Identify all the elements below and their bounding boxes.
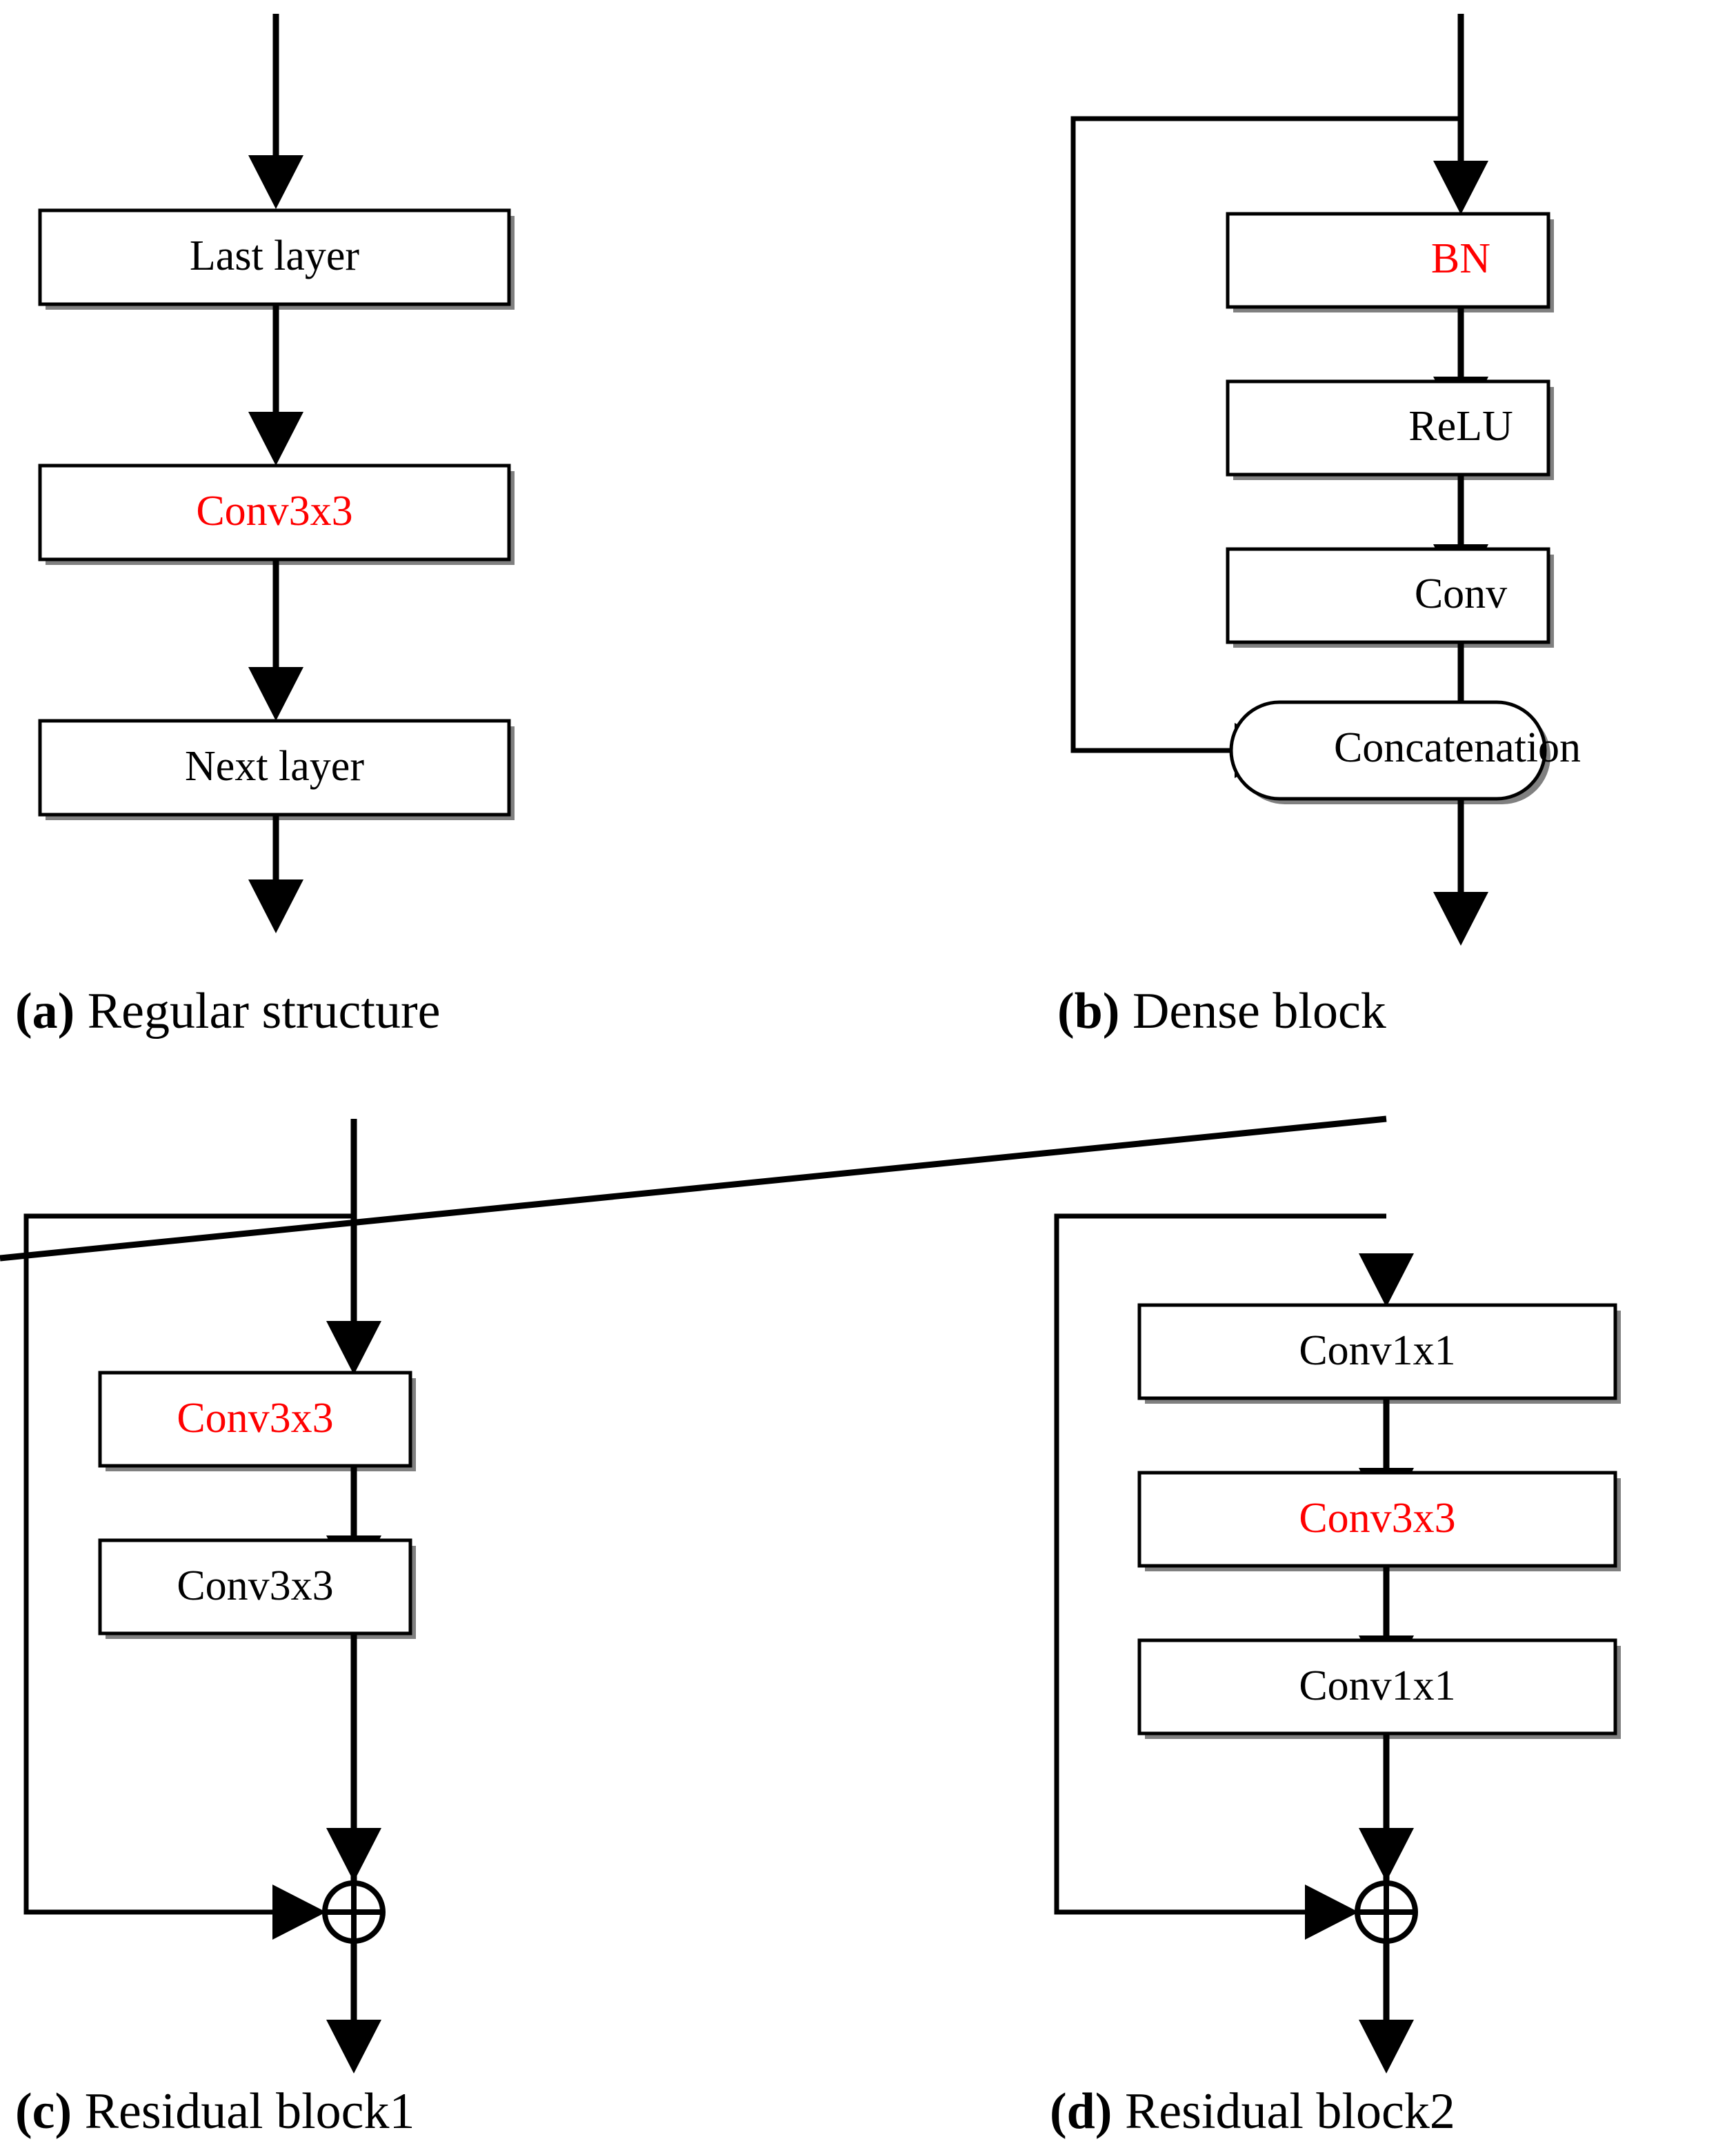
- panel-b-node-0-box[interactable]: [1226, 212, 1550, 309]
- panel-c-residual-block1: Conv3x3 Conv3x3 (c) Residual block1: [15, 1119, 416, 2140]
- panel-b-node-1-box[interactable]: [1226, 379, 1550, 477]
- panel-c-node-1-label: Conv3x3: [177, 1562, 333, 1609]
- panel-a-caption: (a) Regular structure: [15, 983, 440, 1040]
- panel-b-dense-block: BN ReLU Conv Concatenation: [1057, 14, 1581, 1040]
- arrowhead-right-icon: [1305, 1885, 1359, 1940]
- panel-d-caption: (d) Residual block2: [1050, 2083, 1455, 2140]
- arrowhead-down-icon: [1359, 1253, 1414, 1307]
- panel-a-regular-structure: Last layer Conv3x3 Next layer (a) Regula…: [15, 14, 515, 1040]
- panel-b-node-2-box[interactable]: [1226, 547, 1550, 644]
- panel-b-caption-letter: (b): [1057, 983, 1119, 1040]
- panel-c-skip-connection: [23, 1213, 354, 1915]
- arrowhead-down-icon: [1359, 1828, 1414, 1882]
- panel-c-caption-text: Residual block1: [72, 2083, 415, 2140]
- panel-d-residual-block2: Conv1x1 Conv3x3 Conv1x1: [0, 1115, 1621, 2140]
- panel-b-node-1-label: ReLU: [1408, 403, 1513, 450]
- arrowhead-down-icon: [248, 879, 303, 933]
- panel-c-node-1-box[interactable]: [98, 1538, 412, 1635]
- panel-c-caption-letter: (c): [15, 2083, 72, 2140]
- panel-a-node-1-label: Conv3x3: [196, 488, 352, 535]
- panel-b-skip-connection: [1070, 116, 1461, 753]
- arrowhead-down-icon: [248, 155, 303, 209]
- panel-a-node-2-label: Next layer: [185, 743, 364, 790]
- panel-b-caption-text: Dense block: [1119, 983, 1386, 1040]
- panel-d-skip-connection: [1054, 1213, 1386, 1915]
- arrowhead-down-icon: [248, 412, 303, 466]
- arrowhead-right-icon: [272, 1885, 326, 1940]
- panel-b-node-3-box[interactable]: [1229, 700, 1547, 801]
- panel-d-caption-text: Residual block2: [1112, 2083, 1455, 2140]
- panel-b-node-2-label: Conv: [1415, 570, 1507, 617]
- arrowhead-down-icon: [326, 1321, 381, 1375]
- panel-a-node-0-label: Last layer: [190, 232, 360, 279]
- arrowhead-down-icon: [1433, 161, 1488, 215]
- panel-b-caption: (b) Dense block: [1057, 983, 1386, 1040]
- panel-a-caption-text: Regular structure: [74, 983, 440, 1040]
- panel-a-node-0-box[interactable]: [38, 208, 511, 306]
- panel-c-caption: (c) Residual block1: [15, 2083, 415, 2140]
- panel-d-node-1-label: Conv3x3: [1299, 1495, 1455, 1542]
- arrowhead-down-icon: [326, 2020, 381, 2074]
- panel-a-caption-letter: (a): [15, 983, 74, 1040]
- arrowhead-down-icon: [326, 1828, 381, 1882]
- panel-d-node-0-label: Conv1x1: [1299, 1327, 1455, 1374]
- panel-d-node-2-label: Conv1x1: [1299, 1662, 1455, 1709]
- panel-b-node-3-label: Concatenation: [1334, 724, 1581, 771]
- arrowhead-down-icon: [248, 667, 303, 721]
- panel-d-node-2-box[interactable]: [1137, 1638, 1617, 1736]
- panel-d-input-line: [0, 1115, 1387, 1262]
- panel-d-node-1-box[interactable]: [1137, 1471, 1617, 1568]
- arrowhead-down-icon: [1433, 892, 1488, 946]
- panel-c-node-0-label: Conv3x3: [177, 1395, 333, 1442]
- panel-d-node-0-box[interactable]: [1137, 1303, 1617, 1400]
- panel-b-node-0-label: BN: [1431, 235, 1490, 282]
- arrowhead-down-icon: [1359, 2020, 1414, 2074]
- panel-d-caption-letter: (d): [1050, 2083, 1112, 2140]
- panel-c-node-0-box[interactable]: [98, 1371, 412, 1468]
